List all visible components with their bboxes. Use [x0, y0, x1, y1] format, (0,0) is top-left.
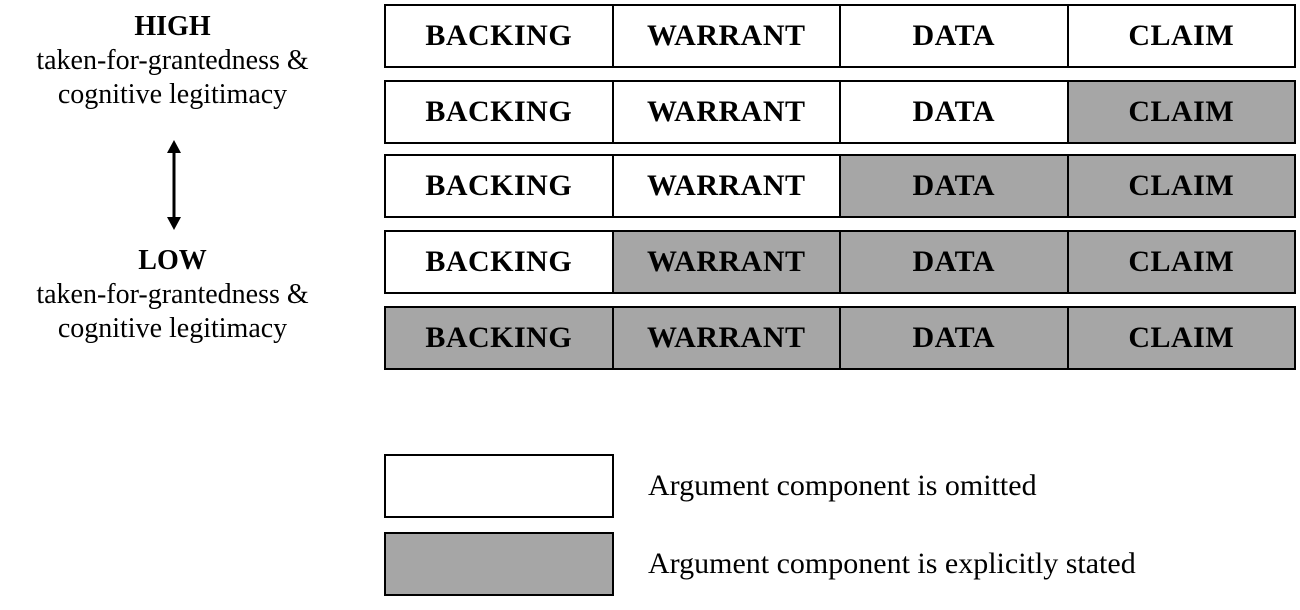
cell-warrant-stated: WARRANT: [611, 232, 839, 292]
high-level-label: HIGH taken-for-grantedness & cognitive l…: [0, 10, 345, 112]
high-level-desc-line2: cognitive legitimacy: [57, 79, 288, 110]
legend-label-omitted: Argument component is omitted: [648, 469, 1037, 502]
cell-claim-stated: CLAIM: [1066, 308, 1294, 368]
cell-claim-stated: CLAIM: [1066, 82, 1294, 142]
cell-backing-omitted: BACKING: [386, 6, 612, 66]
cell-warrant-stated: WARRANT: [611, 308, 839, 368]
cell-claim-stated: CLAIM: [1066, 232, 1294, 292]
legend-item-stated: Argument component is explicitly stated: [384, 532, 1136, 596]
legend-item-omitted: Argument component is omitted: [384, 454, 1136, 518]
high-level-title: HIGH: [134, 11, 211, 42]
legend: Argument component is omitted Argument c…: [384, 454, 1136, 610]
low-level-title: LOW: [138, 245, 207, 276]
cell-claim-omitted: CLAIM: [1066, 6, 1294, 66]
cell-backing-omitted: BACKING: [386, 232, 612, 292]
cell-data-omitted: DATA: [839, 82, 1067, 142]
legend-swatch-stated: [384, 532, 614, 596]
legend-label-stated: Argument component is explicitly stated: [648, 547, 1136, 580]
high-level-desc-line1: taken-for-grantedness &: [36, 45, 309, 76]
cell-backing-stated: BACKING: [386, 308, 612, 368]
cell-claim-stated: CLAIM: [1066, 156, 1294, 216]
cell-warrant-omitted: WARRANT: [611, 156, 839, 216]
legend-swatch-omitted: [384, 454, 614, 518]
cell-data-stated: DATA: [839, 308, 1067, 368]
cell-data-stated: DATA: [839, 156, 1067, 216]
cell-backing-omitted: BACKING: [386, 156, 612, 216]
low-level-desc-line1: taken-for-grantedness &: [36, 279, 309, 310]
double-headed-vertical-arrow-icon: [167, 140, 181, 230]
low-level-label: LOW taken-for-grantedness & cognitive le…: [0, 244, 345, 346]
low-level-desc-line2: cognitive legitimacy: [57, 313, 288, 344]
cell-backing-omitted: BACKING: [386, 82, 612, 142]
cell-data-stated: DATA: [839, 232, 1067, 292]
cell-warrant-omitted: WARRANT: [611, 6, 839, 66]
cell-data-omitted: DATA: [839, 6, 1067, 66]
cell-warrant-omitted: WARRANT: [611, 82, 839, 142]
